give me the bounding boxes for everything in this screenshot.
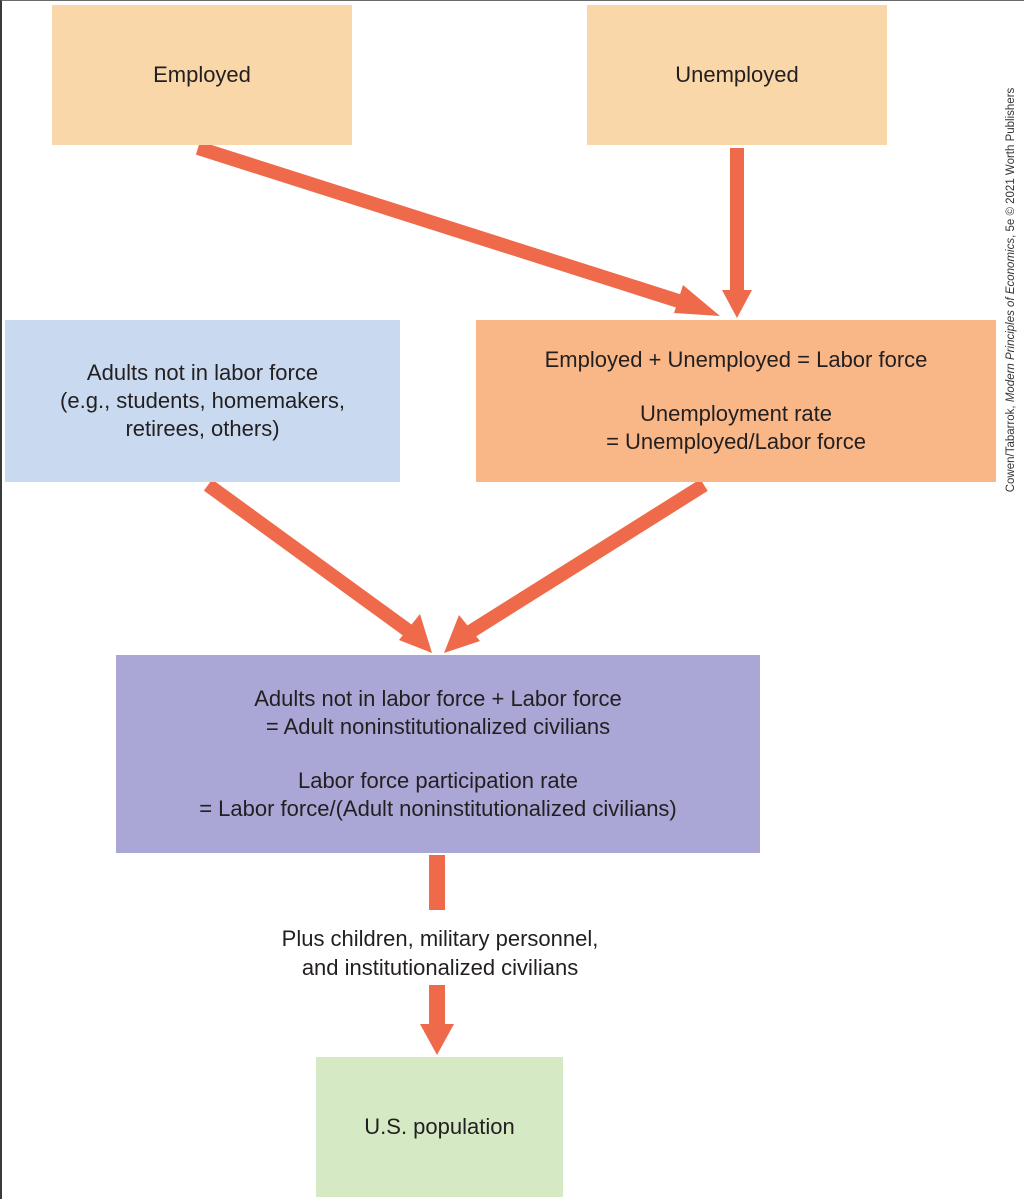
arrow-head-laborforce bbox=[444, 615, 480, 653]
arrow-head-employed bbox=[674, 285, 720, 316]
adults-line1: Adults not in labor force + Labor force bbox=[254, 686, 622, 711]
plus-children-label: Plus children, military personnel, and i… bbox=[200, 924, 680, 982]
arrow-shaft-notlabor bbox=[203, 479, 415, 638]
plus-label-line1: Plus children, military personnel, bbox=[281, 926, 599, 951]
unemployed-box: Unemployed bbox=[587, 5, 887, 145]
arrow-shaft-laborforce bbox=[466, 479, 708, 638]
not-in-labor-force-line1: Adults not in labor force bbox=[86, 360, 319, 385]
labor-force-line1: Employed + Unemployed = Labor force bbox=[544, 347, 928, 372]
copyright-credit: Cowen/Tabarrok, Modern Principles of Eco… bbox=[1005, 0, 1017, 580]
not-in-labor-force-line3: retirees, others) bbox=[125, 416, 280, 441]
adults-line3: Labor force participation rate bbox=[297, 768, 579, 793]
us-population-box: U.S. population bbox=[316, 1057, 563, 1197]
employed-label: Employed bbox=[153, 62, 251, 87]
employed-box: Employed bbox=[52, 5, 352, 145]
labor-force-line3: = Unemployed/Labor force bbox=[606, 429, 866, 454]
arrow-shaft-employed bbox=[195, 141, 691, 311]
arrow-head-population bbox=[420, 1024, 454, 1055]
unemployed-label: Unemployed bbox=[675, 62, 799, 87]
credit-prefix: Cowen/Tabarrok, bbox=[1005, 402, 1017, 493]
credit-book-title: Modern Principles of Economics bbox=[1005, 237, 1017, 403]
adults-line2: = Adult noninstitutionalized civilians bbox=[265, 714, 611, 739]
us-population-label: U.S. population bbox=[364, 1114, 515, 1139]
adults-line4: = Labor force/(Adult noninstitutionalize… bbox=[199, 796, 677, 821]
not-in-labor-force-line2: (e.g., students, homemakers, bbox=[60, 388, 345, 413]
not-in-labor-force-box: Adults not in labor force (e.g., student… bbox=[5, 320, 400, 482]
plus-label-line2: and institutionalized civilians bbox=[301, 955, 579, 980]
labor-force-line2: Unemployment rate bbox=[640, 401, 832, 426]
arrow-head-notlabor bbox=[399, 614, 432, 653]
labor-force-box: Employed + Unemployed = Labor force Unem… bbox=[476, 320, 996, 482]
credit-suffix: , 5e © 2021 Worth Publishers bbox=[1005, 87, 1017, 238]
adult-civilians-box: Adults not in labor force + Labor force … bbox=[116, 655, 760, 853]
arrow-head-unemployed bbox=[722, 290, 752, 318]
